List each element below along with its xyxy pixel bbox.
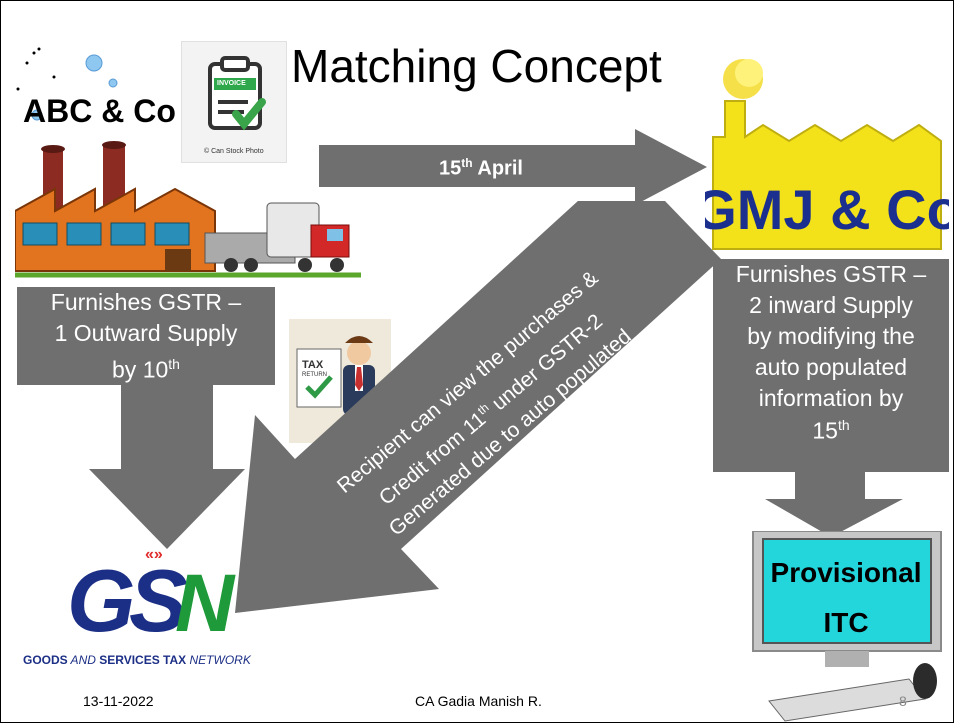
provisional-line-2: ITC: [823, 607, 869, 638]
gstr1-line-3-sup: th: [168, 356, 180, 372]
tax-tag-2: RETURN: [302, 372, 327, 378]
svg-text:«»: «»: [145, 546, 163, 563]
gstr2-line-6-sup: th: [837, 417, 850, 433]
page-number: 8: [899, 693, 907, 709]
gstr1-line-2: 1 Outward Supply: [54, 320, 238, 346]
arrow-down-left: [89, 383, 245, 549]
arrow-down-right: [765, 471, 903, 537]
gstn-emblem: «» G S N: [67, 546, 236, 650]
gstr2-line-5: information by: [758, 385, 904, 411]
invoice-credit: © Can Stock Photo: [204, 148, 264, 155]
monitor-icon: [752, 531, 942, 722]
gstr2-box: Furnishes GSTR – 2 inward Supply by modi…: [713, 259, 949, 472]
date-arrow-label: 15th April: [439, 156, 523, 181]
footer-date: 13-11-2022: [83, 693, 154, 709]
svg-text:G: G: [67, 551, 135, 649]
bubbles-decoration: [16, 47, 118, 121]
invoice-clipart: INVOICE © Can Stock Photo: [181, 41, 287, 163]
gstn-caption-1: GOODS: [23, 653, 68, 667]
gstr2-line-1: Furnishes GSTR –: [735, 261, 927, 287]
gstn-caption: GOODS AND SERVICES TAX NETWORK: [23, 653, 251, 667]
diagonal-arrow: [235, 201, 721, 613]
gstr2-line-6: 15th: [713, 414, 949, 442]
arrow-15th-april: [319, 129, 707, 205]
gstr1-line-1: Furnishes GSTR –: [50, 289, 242, 315]
footer-author: CA Gadia Manish R.: [415, 693, 542, 709]
date-suffix: th: [461, 156, 473, 170]
gmj-logo: GMJ & Co: [705, 100, 949, 250]
gstr1-line-3-text: by 10: [112, 356, 169, 383]
recipient-name: GMJ & Co: [705, 178, 949, 241]
gstr1-box: Furnishes GSTR – 1 Outward Supply by 10t…: [17, 287, 275, 385]
gstn-caption-2: AND: [67, 653, 100, 667]
date-number: 15: [439, 157, 462, 180]
gstr2-line-6-text: 15: [812, 417, 838, 444]
slide-title: Matching Concept: [291, 40, 662, 92]
gstn-caption-4: NETWORK: [186, 653, 251, 667]
date-month: April: [472, 157, 523, 180]
gstr1-line-3: by 10th: [17, 349, 275, 386]
gstr2-line-2: 2 inward Supply: [749, 292, 913, 318]
gstr2-line-4: auto populated: [754, 354, 908, 380]
gstn-caption-3: SERVICES TAX: [99, 653, 187, 667]
svg-text:S: S: [129, 551, 188, 649]
tax-tag: TAX: [302, 359, 324, 371]
invoice-tag: INVOICE: [217, 80, 246, 87]
sun-decoration: [723, 59, 763, 99]
gstn-logo: «» G S N GOODS AND SERVICES TAX NETWORK: [23, 539, 303, 669]
gstr2-line-3: by modifying the: [747, 323, 915, 349]
provisional-line-1: Provisional: [770, 557, 922, 588]
factory-truck-illustration: [15, 141, 361, 278]
supplier-name: ABC & Co: [23, 93, 176, 129]
svg-text:N: N: [175, 558, 236, 649]
